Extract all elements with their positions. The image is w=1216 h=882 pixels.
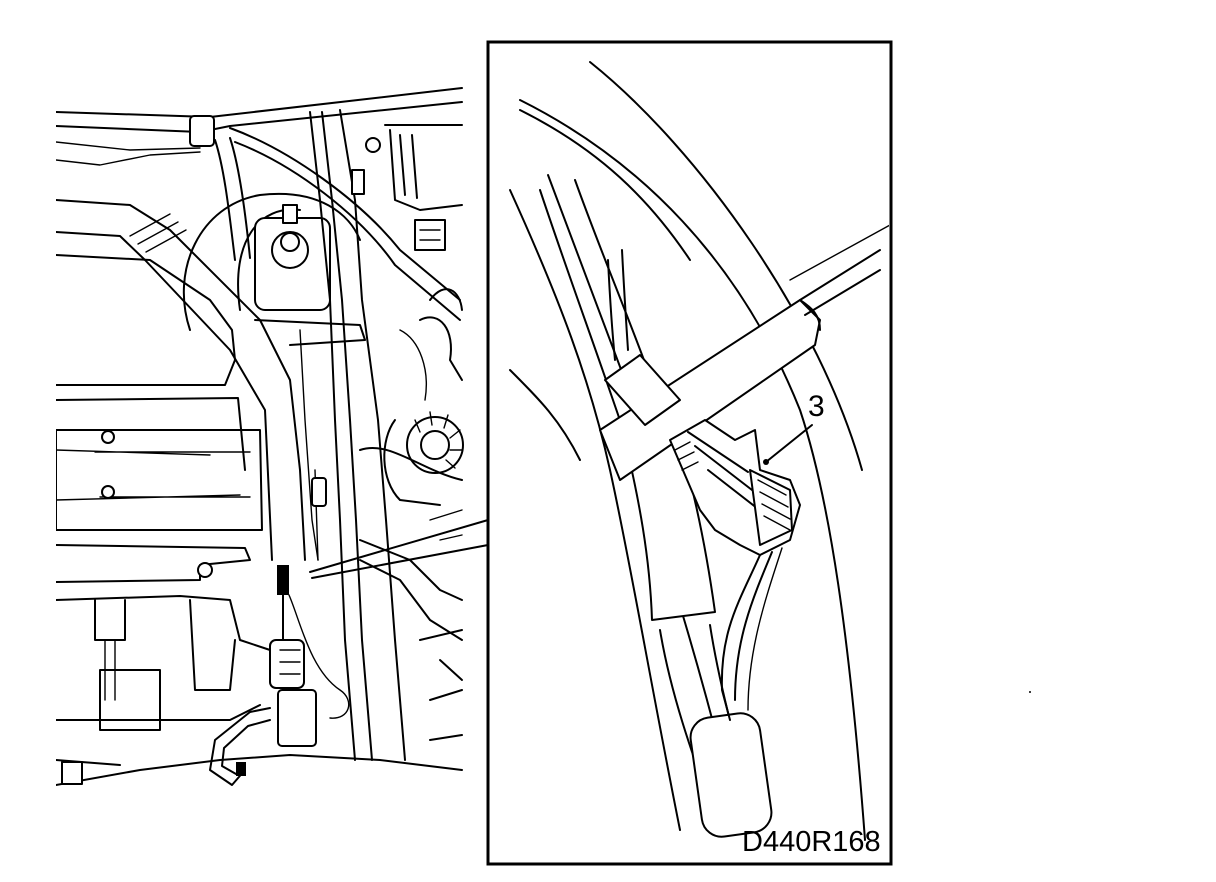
callout-label-3: 3: [808, 390, 825, 423]
leader-line-bottom: [311, 544, 489, 579]
detail-view: 3 D440R168: [486, 40, 893, 866]
leader-line-top: [309, 519, 489, 573]
detail-frame: [486, 40, 893, 866]
reference-code: D440R168: [742, 826, 881, 858]
stray-dot: [1029, 691, 1031, 693]
callout-leader-3: [765, 424, 813, 463]
engine-bay-overview: [56, 87, 489, 786]
